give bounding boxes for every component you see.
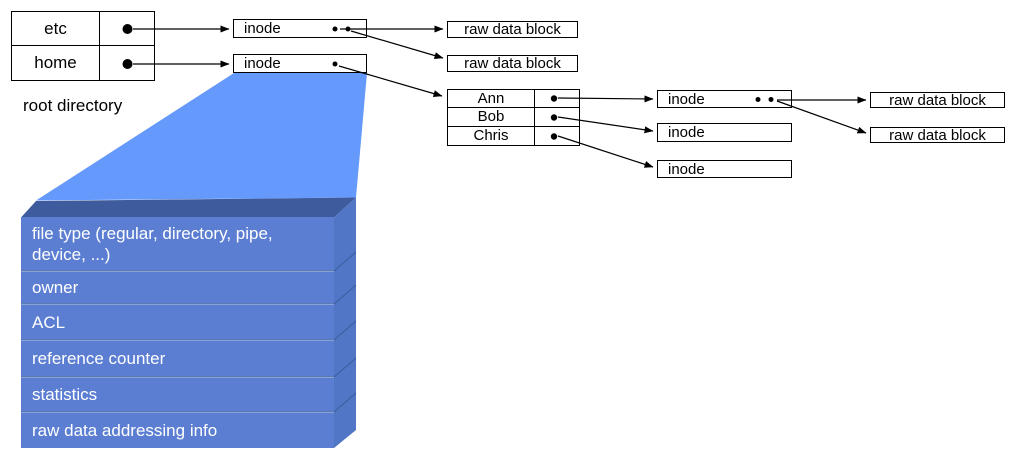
inode-structure-detail: file type (regular, directory, pipe, dev… — [21, 217, 334, 448]
dir-entry-pointer-cell — [535, 108, 579, 127]
dir-entry-pointer-cell — [100, 46, 154, 80]
inode-field-row: ACL — [32, 312, 66, 332]
inode-field-row: owner — [32, 278, 79, 297]
dir-entry-name: Chris — [448, 126, 535, 145]
slab-side-dividers — [333, 251, 357, 413]
inode-field-row: statistics — [32, 385, 98, 404]
dir-entry-name: etc — [12, 12, 100, 46]
zoom-beam — [36, 73, 367, 201]
dir-entry-pointer-cell — [100, 12, 154, 46]
row-divider — [21, 376, 334, 378]
slab-side-face — [334, 197, 356, 448]
inode-node: inode — [657, 90, 792, 108]
row-divider — [21, 411, 334, 413]
dir-entry-pointer-cell — [535, 127, 579, 145]
inode-node: inode — [657, 123, 792, 142]
root-directory-table: etc home — [11, 11, 155, 81]
raw-data-block-node: raw data block — [870, 92, 1005, 109]
raw-data-block-node: raw data block — [870, 127, 1005, 144]
row-divider — [21, 270, 334, 272]
inode-node: inode — [233, 54, 367, 73]
inode-field-row: raw data addressing info — [32, 420, 218, 440]
dir-entry-name: home — [12, 46, 100, 80]
raw-data-block-node: raw data block — [447, 55, 578, 72]
dir-entry-name: Ann — [448, 90, 535, 109]
inode-node: inode — [657, 160, 792, 178]
raw-data-block-node: raw data block — [447, 21, 578, 38]
slab-top-face — [21, 197, 356, 218]
home-directory-table: Ann Bob Chris — [447, 89, 580, 146]
root-directory-caption: root directory — [23, 96, 123, 115]
dir-entry-name: Bob — [448, 108, 535, 127]
row-divider — [21, 339, 334, 341]
inode-field-row: reference counter — [32, 349, 166, 368]
inode-field-row: file type (regular, directory, pipe, dev… — [32, 224, 273, 264]
dir-entry-pointer-cell — [535, 90, 579, 109]
inode-node: inode — [233, 19, 367, 38]
row-divider — [21, 303, 334, 305]
